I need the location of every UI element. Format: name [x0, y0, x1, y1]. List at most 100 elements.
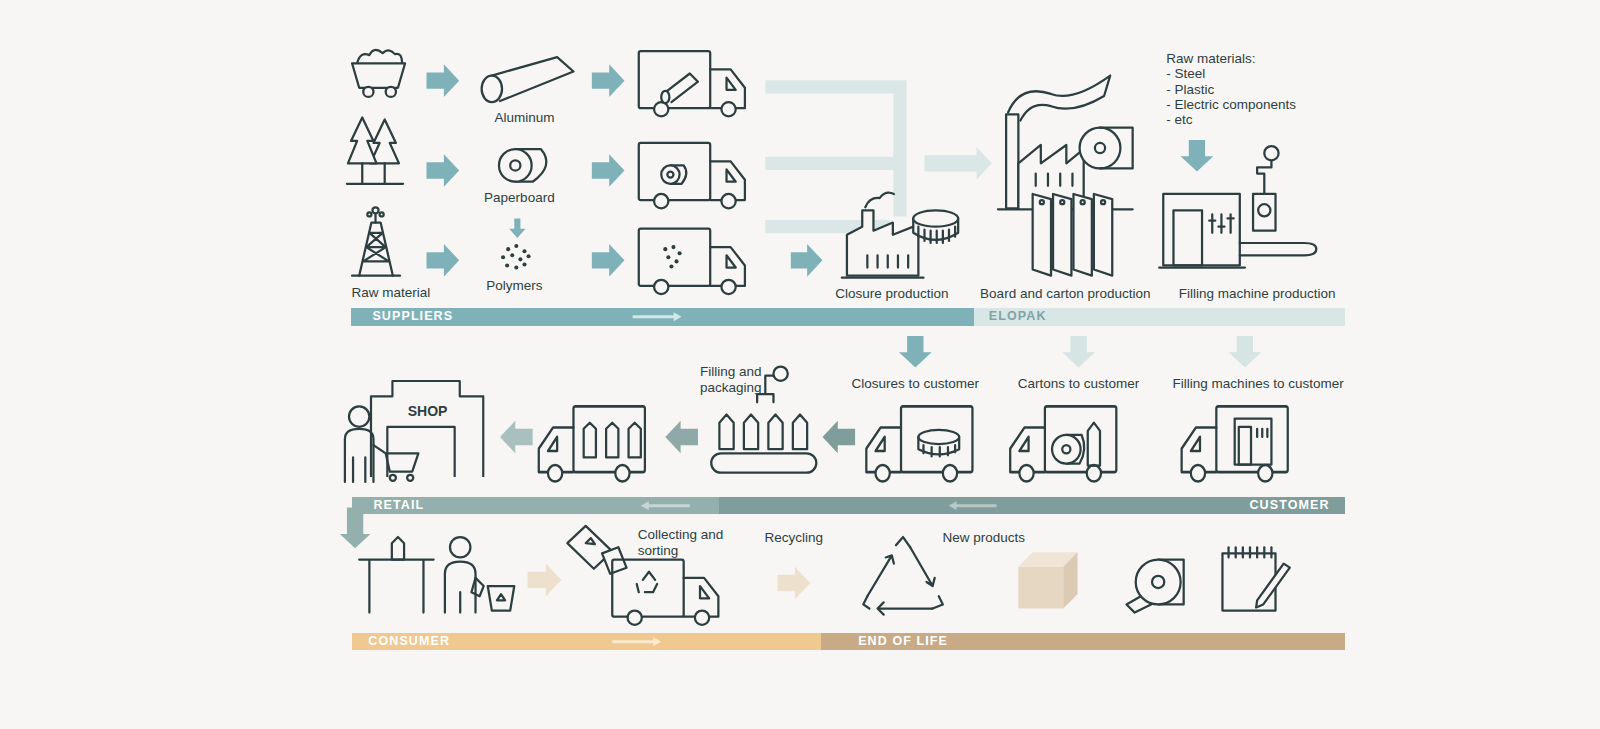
oil-rig-icon-part [372, 207, 378, 213]
notepad-spiral-part [1270, 547, 1272, 557]
caption-label: Filling machines to customer [1173, 376, 1344, 392]
filling-machine-icon-part [1264, 146, 1278, 160]
band-arrow-shaft [633, 315, 676, 318]
caption-label: - etc [1166, 112, 1192, 128]
aluminum-roll-icon [482, 57, 574, 102]
notepad-icon-part [1256, 564, 1290, 608]
shopper-icon-part [390, 475, 396, 481]
caption-label: Raw material [351, 285, 430, 301]
caption-label: Closure production [835, 286, 948, 302]
shop-sign: SHOP [408, 403, 448, 419]
caption-label: Raw materials: [1166, 51, 1255, 67]
consumer-icon-part [392, 537, 404, 559]
flow-arrow [528, 564, 562, 597]
polymer-pellets-part [518, 257, 522, 261]
flow-arrow [427, 244, 460, 277]
customer-trucks-part [918, 430, 959, 444]
caption-label: Polymers [486, 278, 542, 294]
band-arrow-shaft [955, 504, 997, 507]
closure-factory-icon [842, 193, 958, 278]
illustration-part [345, 50, 1316, 625]
polymer-pellets-part [506, 247, 510, 251]
polymer-pellets-part [505, 263, 509, 267]
new-roll-icon [1127, 560, 1184, 613]
supplier-trucks-part [667, 172, 673, 178]
flow-arrows [340, 64, 1261, 599]
board-factory-icon-part [1073, 194, 1091, 276]
polymer-pellets-part [510, 253, 514, 257]
caption-label: Cartons to customer [1018, 376, 1140, 392]
new-roll-icon-part [1136, 560, 1181, 605]
notepad-spiral [1229, 547, 1272, 557]
filling-line-icon-part [711, 453, 816, 472]
building-outline [371, 381, 483, 477]
caption-label: Filling machine production [1179, 286, 1336, 302]
flow-arrow [509, 218, 525, 237]
board-factory-icon-part [1033, 194, 1051, 276]
closure-factory-icon-part [865, 193, 894, 208]
caption-label: - Plastic [1166, 82, 1214, 98]
band-arrow-shaft [612, 640, 655, 643]
board-factory-icon-part [1094, 194, 1112, 276]
polymer-pellets-part [522, 249, 526, 253]
flow-arrow [1181, 140, 1214, 172]
band-arrow-head [674, 312, 682, 321]
shopper-icon-part [407, 475, 413, 481]
customer-trucks-part [1257, 429, 1267, 437]
caption-label: Closures to customer [852, 376, 980, 392]
customer-trucks-part-part [539, 406, 645, 481]
polymer-cargo-part [666, 255, 670, 259]
consumer-icon-part [497, 594, 505, 600]
flow-arrow [665, 421, 698, 454]
shopper-icon-part [349, 406, 369, 426]
customer-trucks-part [923, 445, 955, 456]
caption-label: Collecting and sorting [638, 527, 740, 559]
oil-rig-icon-part [380, 212, 384, 216]
building-line [371, 381, 483, 477]
collection-icon-part [586, 538, 595, 544]
board-factory-icon-part [1053, 194, 1071, 276]
polymer-pellets-part [522, 262, 526, 266]
filling-machine-icon-part [1253, 194, 1275, 231]
flow-arrow [427, 64, 460, 97]
recycling-symbol [863, 537, 943, 615]
flow-arrow [1229, 336, 1262, 368]
filling-line-icon-part [773, 367, 787, 381]
shop-building: SHOP [371, 381, 483, 477]
closure-factory-icon-part [918, 227, 955, 243]
polymer-pellets-part [527, 254, 531, 258]
new-roll-icon-part [1152, 576, 1164, 588]
merge-line [765, 157, 894, 170]
supplier-trucks-part [639, 143, 745, 208]
stage-band: END OF LIFE [821, 633, 1344, 650]
polymer-cargo-part [671, 245, 675, 249]
customer-trucks-part-part [1182, 406, 1288, 481]
notepad-spiral-part [1256, 547, 1258, 557]
oil-rig-icon-part [352, 275, 400, 277]
polymer-cargo-part [674, 259, 678, 263]
board-factory-icon-part [1008, 76, 1110, 121]
recycling-symbol-part [933, 596, 943, 608]
polymer-pellets [501, 244, 531, 270]
polymer-cargo [663, 245, 681, 268]
polymer-cargo-part [669, 264, 673, 268]
band-label: CONSUMER [368, 634, 450, 649]
new-box-icon [1018, 552, 1077, 608]
polymer-cargo-part [678, 251, 682, 255]
mine-cart-icon [352, 50, 405, 97]
mine-cart-icon-part [363, 87, 373, 97]
consumer-icon-part [471, 578, 483, 596]
customer-trucks-part [866, 406, 972, 481]
forest-icon-part [347, 163, 403, 183]
supplier-trucks-part [661, 165, 679, 183]
caption-label: Paperboard [484, 190, 555, 206]
band-arrow-head [653, 637, 661, 646]
stage-band: CUSTOMER [719, 497, 1345, 514]
shopper-icon-part [345, 429, 374, 482]
shopper-icon-part [373, 445, 418, 472]
customer-trucks-part [1235, 419, 1272, 465]
board-factory-icon-part [1040, 200, 1044, 204]
notepad-spiral-part [1242, 547, 1244, 557]
filling-machine-icon-part [1258, 204, 1270, 216]
